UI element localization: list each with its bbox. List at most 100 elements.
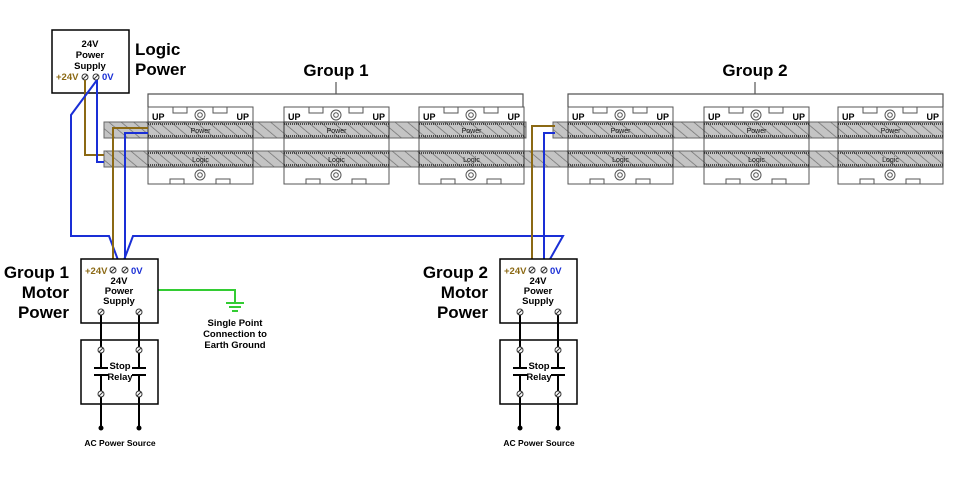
mounting-screw-icon [465,169,477,181]
up-label-left: UP [288,112,301,122]
up-label-left: UP [842,112,855,122]
motor-power-title-line1: Group 2 [423,263,488,282]
terminal-screw-icon [92,73,100,81]
up-label-left: UP [708,112,721,122]
power-bus-label: Power [881,128,902,135]
logic-power-title-line2: Power [135,60,186,79]
up-label-right: UP [507,112,520,122]
mounting-screw-icon [750,169,762,181]
supply-label-line3: Supply [522,296,554,307]
terminal-screw-icon [135,308,143,316]
plus24-label: +24V [56,72,79,83]
terminal-screw-icon [97,308,105,316]
up-label-left: UP [423,112,436,122]
motor-power-supply [499,258,578,324]
zero-v-label: 0V [102,72,114,83]
group2-label: Group 2 [722,61,787,80]
terminal-screw-icon [109,266,117,274]
motor-power-title-line2: Motor [22,283,70,302]
terminal-screw-icon [554,346,562,354]
relay-label-line2: Relay [526,372,552,383]
motor-power-supply [80,258,159,324]
terminal-screw-icon [516,308,524,316]
terminal-screw-icon [554,390,562,398]
zero-v-label: 0V [550,266,562,277]
logic-bus-label: Logic [612,157,629,164]
power-bus-label: Power [747,128,768,135]
group2-plus24-wire [531,125,555,268]
power-bus-label: Power [462,128,483,135]
up-label-right: UP [656,112,669,122]
ac-terminal-dot [517,425,523,431]
mounting-screw-icon [884,169,896,181]
up-label-left: UP [152,112,165,122]
terminal-screw-icon [97,390,105,398]
logic-bus-label: Logic [192,157,209,164]
terminal-screw-icon [97,346,105,354]
zero-v-label: 0V [131,266,143,277]
mounting-screw-icon [194,169,206,181]
terminal-screw-icon [516,346,524,354]
supply-label-line2: Power [105,286,134,297]
relay-label-line1: Stop [528,361,549,372]
plus24-label: +24V [85,266,108,277]
terminal-screw-icon [516,390,524,398]
logic-power-supply: 24V Power Supply +24V 0V [51,29,130,94]
group1-label: Group 1 [303,61,368,80]
logic-bus-label: Logic [748,157,765,164]
power-bus-label: Power [191,128,212,135]
up-label-left: UP [572,112,585,122]
plus24-label: +24V [504,266,527,277]
mounting-screw-icon [614,109,626,121]
ground-label-line3: Earth Ground [204,340,265,351]
terminal-screw-icon [528,266,536,274]
motor-power-title-line3: Power [18,303,69,322]
earth-ground-icon [226,302,244,312]
mounting-screw-icon [465,109,477,121]
supply-label-line2: Power [524,286,553,297]
stop-relay-box [80,339,159,405]
ac-power-source-label: AC Power Source [503,438,575,448]
group1-bracket [147,82,524,107]
ac-terminal-dot [98,425,104,431]
up-label-right: UP [926,112,939,122]
up-label-right: UP [792,112,805,122]
group1-0v-wire [124,132,148,268]
power-bus-label: Power [327,128,348,135]
svg-text:Power: Power [76,50,105,61]
up-label-right: UP [372,112,385,122]
motor-power-title-line2: Motor [441,283,489,302]
mounting-screw-icon [614,169,626,181]
relay-label-line1: Stop [109,361,130,372]
mounting-screw-icon [750,109,762,121]
ground-label-line2: Connection to [203,329,267,340]
logic-bus-label: Logic [463,157,480,164]
terminal-screw-icon [540,266,548,274]
terminal-screw-icon [554,308,562,316]
logic-bus-label: Logic [882,157,899,164]
terminal-screw-icon [121,266,129,274]
motor-power-title-line3: Power [437,303,488,322]
ac-terminal-dot [555,425,561,431]
terminal-screw-icon [135,346,143,354]
mounting-screw-icon [884,109,896,121]
power-bus-label: Power [611,128,632,135]
mounting-screw-icon [330,169,342,181]
mounting-screw-icon [330,109,342,121]
logic-power-title-line1: Logic [135,40,180,59]
ac-power-source-label: AC Power Source [84,438,156,448]
up-label-right: UP [236,112,249,122]
svg-text:24V: 24V [82,39,100,50]
stop-relay-box [499,339,578,405]
terminal-screw-icon [135,390,143,398]
